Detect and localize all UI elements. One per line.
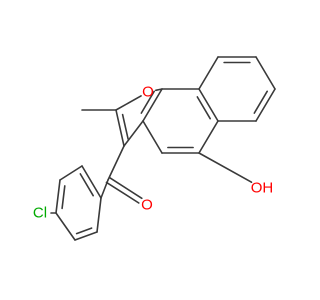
single-bond [107, 145, 125, 181]
double-bond [81, 165, 102, 199]
double-bond-inner-line [196, 96, 211, 120]
double-bond-inner-line [75, 227, 93, 235]
double-bond-inner-line [140, 90, 155, 114]
atoms-layer: O OH O Cl [33, 84, 273, 222]
single-bond [96, 197, 102, 233]
single-bond [142, 120, 163, 154]
double-bond [74, 231, 98, 241]
single-bond [198, 56, 219, 90]
single-bond [255, 56, 276, 90]
chlorine-label: Cl [33, 205, 47, 222]
single-bond [100, 179, 109, 199]
single-bond [198, 152, 253, 183]
single-bond [55, 212, 76, 241]
double-bond-inner-line [121, 113, 129, 140]
double-bond [105, 181, 140, 204]
double-bond [198, 88, 219, 122]
double-bond [255, 88, 276, 122]
double-bond [55, 179, 61, 214]
double-bond-inner-line [79, 173, 94, 197]
double-bond [142, 88, 163, 122]
carbonyl-oxygen-label: O [141, 197, 153, 214]
single-bond [123, 120, 144, 147]
single-bond [59, 165, 83, 181]
double-bond-inner-line [253, 90, 269, 114]
single-bond [115, 95, 142, 111]
molecule-structure-diagram: O OH O Cl [33, 56, 276, 241]
hydroxyl-label: OH [251, 180, 274, 197]
double-bond [115, 109, 125, 147]
double-bond-second-line [108, 176, 143, 200]
bonds-layer [50, 56, 276, 241]
single-bond [198, 120, 219, 154]
furan-oxygen-label: O [142, 84, 154, 101]
double-bond-inner-line [61, 185, 66, 210]
single-bond [155, 88, 163, 92]
